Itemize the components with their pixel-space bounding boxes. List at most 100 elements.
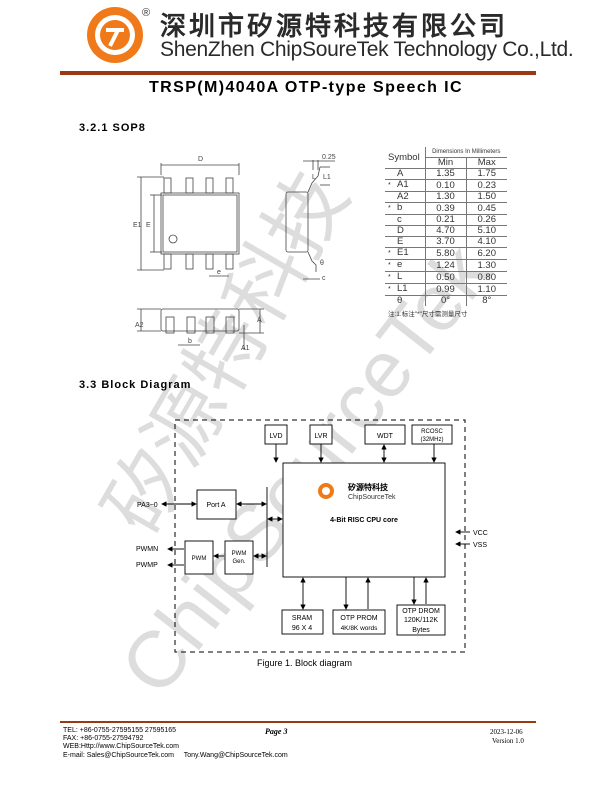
svg-text:A2: A2 [135, 322, 144, 329]
max-cell: 0.80 [466, 271, 507, 284]
footer-email[interactable]: E-mail: Sales@ChipSourceTek.com [63, 751, 174, 759]
min-cell: 0.10 [425, 179, 467, 192]
header-rule [60, 71, 536, 75]
svg-text:L1: L1 [323, 174, 331, 181]
footer-rule [60, 721, 536, 723]
svg-text:A1: A1 [241, 345, 250, 352]
symbol-header: Symbol [385, 147, 426, 169]
max-cell: 1.10 [466, 283, 507, 296]
max-cell: 6.20 [466, 247, 507, 260]
footer-version: Version 1.0 [492, 737, 524, 745]
sram-block [281, 609, 324, 635]
min-cell: 1.35 [425, 168, 467, 180]
footer-fax: FAX: +86-0755-27594792 [63, 735, 144, 743]
port-a-block [196, 489, 237, 520]
svg-text:θ: θ [320, 260, 324, 267]
min-cell: 3.70 [425, 236, 467, 248]
svg-text:L: L [312, 174, 316, 181]
pwmp-pin-label: PWMP [136, 562, 158, 569]
wdt-block [364, 424, 406, 445]
symbol-cell: D [385, 225, 426, 237]
rcosc-block [411, 424, 453, 445]
svg-text:®: ® [142, 7, 150, 19]
max-cell: 0.26 [466, 214, 507, 226]
min-cell: 0.99 [425, 283, 467, 296]
drom-label-1: OTP DROM [402, 608, 440, 615]
max-header: Max [466, 157, 507, 169]
symbol-cell: *b [385, 202, 426, 215]
svg-text:E1: E1 [133, 222, 142, 229]
company-logo: ® [87, 7, 150, 63]
symbol-cell: A2 [385, 191, 426, 203]
max-cell: 8° [466, 295, 507, 307]
symbol-cell: *L [385, 271, 426, 284]
symbol-cell: *L1 [385, 283, 426, 296]
sram-label-1: SRAM [292, 615, 312, 622]
prom-label-1: OTP PROM [340, 615, 377, 622]
symbol-cell: θ [385, 295, 426, 307]
cpu-label: 4-Bit RISC CPU core [330, 517, 398, 524]
max-cell: 1.30 [466, 259, 507, 272]
document-title: TRSP(M)4040A OTP-type Speech IC [149, 79, 463, 96]
max-cell: 0.45 [466, 202, 507, 215]
chip-boundary [174, 419, 466, 653]
symbol-cell: A [385, 168, 426, 180]
max-cell: 1.50 [466, 191, 507, 203]
dimensions-table: Symbol Dimensions In Millimeters Min Max… [385, 147, 507, 307]
prom-label-2: 4K/8K words [341, 625, 379, 632]
symbol-cell: E [385, 236, 426, 248]
drom-label-3: Bytes [412, 627, 430, 634]
svg-text:A: A [257, 317, 262, 324]
block-diagram: LVD LVR WDT RCOSC (32MHz) Port A PWM PWM… [136, 419, 488, 653]
footer-web[interactable]: WEB:Http://www.ChipSourceTek.com [63, 743, 179, 751]
max-cell: 5.10 [466, 225, 507, 237]
section-heading-sop8: 3.2.1 SOP8 [79, 122, 146, 134]
footer-tel: TEL: +86-0755-27595155 27595165 [63, 727, 177, 734]
svg-text:e: e [217, 269, 221, 276]
min-cell: 1.30 [425, 191, 467, 203]
min-cell: 5.80 [425, 247, 467, 260]
rcosc-freq: (32MHz) [420, 437, 443, 443]
pwm-gen-block [224, 540, 254, 575]
otp-drom-block [396, 604, 446, 636]
rcosc-label: RCOSC [421, 429, 443, 435]
min-cell: 1.24 [425, 259, 467, 272]
otp-prom-block [332, 609, 386, 635]
svg-text:ChipSourceTek: ChipSourceTek [348, 494, 396, 501]
drom-label-2: 120K/112K [404, 617, 438, 624]
min-cell: 0° [425, 295, 467, 307]
vcc-pin-label: VCC [473, 530, 488, 537]
port-a-label: Port A [206, 502, 225, 509]
lvr-label: LVR [314, 433, 327, 440]
min-cell: 0.50 [425, 271, 467, 284]
page-number: Page 3 [265, 727, 288, 736]
lvd-label: LVD [269, 433, 282, 440]
svg-text:0.25: 0.25 [322, 154, 336, 161]
pa-pin-label: PA3~0 [137, 502, 158, 509]
pwm-gen-label-1: PWM [232, 551, 247, 557]
figure-caption: Figure 1. Block diagram [257, 658, 353, 668]
footer-email-2[interactable]: Tony.Wang@ChipSourceTek.com [183, 751, 288, 759]
svg-text:D: D [198, 156, 203, 163]
section-heading-block-diagram: 3.3 Block Diagram [79, 379, 192, 391]
company-name-en: ShenZhen ChipSoureTek Technology Co.,Ltd… [160, 38, 574, 61]
sram-label-2: 96 X 4 [292, 625, 312, 632]
svg-text:E: E [146, 222, 151, 229]
wdt-label: WDT [377, 433, 394, 440]
sop8-package-drawing: D E1 E e b A2 A A1 c L L1 θ 0.25 [133, 154, 336, 352]
cpu-core-block [282, 462, 446, 578]
pwm-block [184, 540, 214, 575]
table-note: 注:1.标注"*"尺寸需测量尺寸 [388, 311, 468, 318]
footer-date: 2023-12-06 [490, 728, 523, 736]
symbol-cell: *A1 [385, 179, 426, 192]
